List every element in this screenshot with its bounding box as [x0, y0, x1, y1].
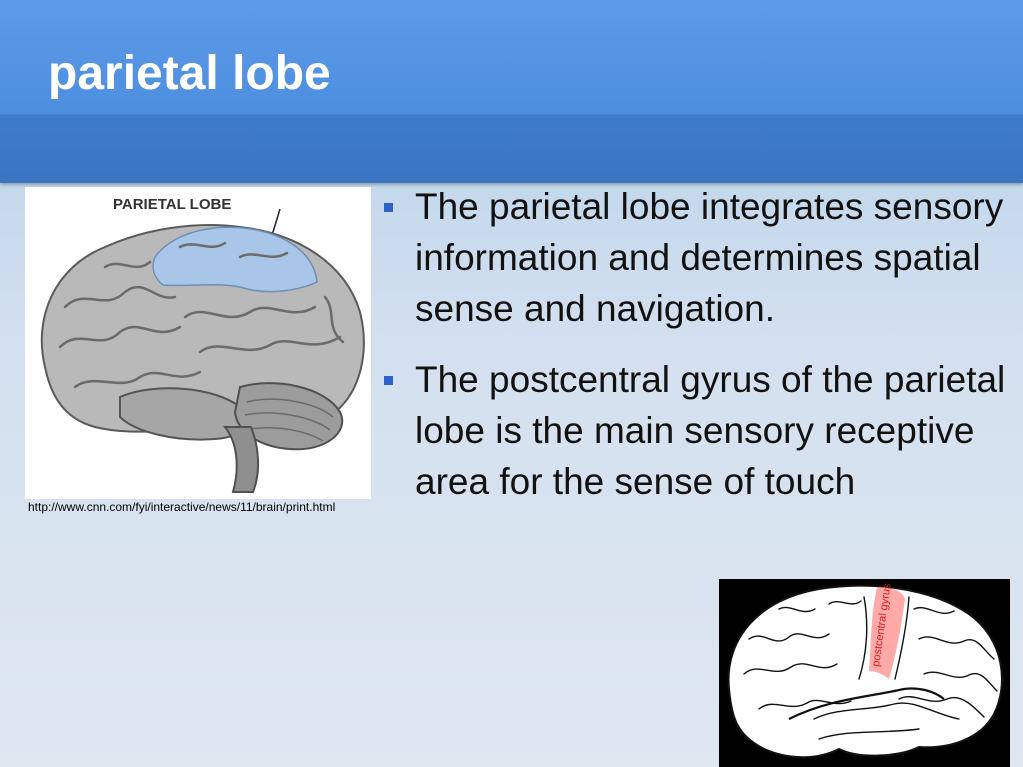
- bullet-item: The parietal lobe integrates sensory inf…: [384, 181, 1014, 334]
- title-bar-band: [0, 115, 1023, 183]
- bullet-marker-icon: [384, 203, 393, 212]
- slide-title: parietal lobe: [48, 47, 331, 100]
- bullet-text: The parietal lobe integrates sensory inf…: [415, 186, 1004, 329]
- postcentral-gyrus-brain-image: postcentral gyrus: [719, 579, 1010, 767]
- title-bar-sheen: [0, 0, 1023, 115]
- bullet-text: The postcentral gyrus of the parietal lo…: [415, 359, 1006, 502]
- bullet-marker-icon: [384, 376, 393, 385]
- title-bar: parietal lobe: [0, 0, 1023, 183]
- brain-stem: [222, 426, 260, 493]
- bullet-list: The parietal lobe integrates sensory inf…: [384, 181, 1014, 527]
- parietal-lobe-label: PARIETAL LOBE: [113, 196, 231, 213]
- bullet-item: The postcentral gyrus of the parietal lo…: [384, 354, 1014, 507]
- postcentral-highlight: [869, 587, 905, 679]
- parietal-lobe-brain-image: PARIETAL LOBE: [25, 187, 371, 499]
- image-source-caption: http://www.cnn.com/fyi/interactive/news/…: [28, 500, 336, 514]
